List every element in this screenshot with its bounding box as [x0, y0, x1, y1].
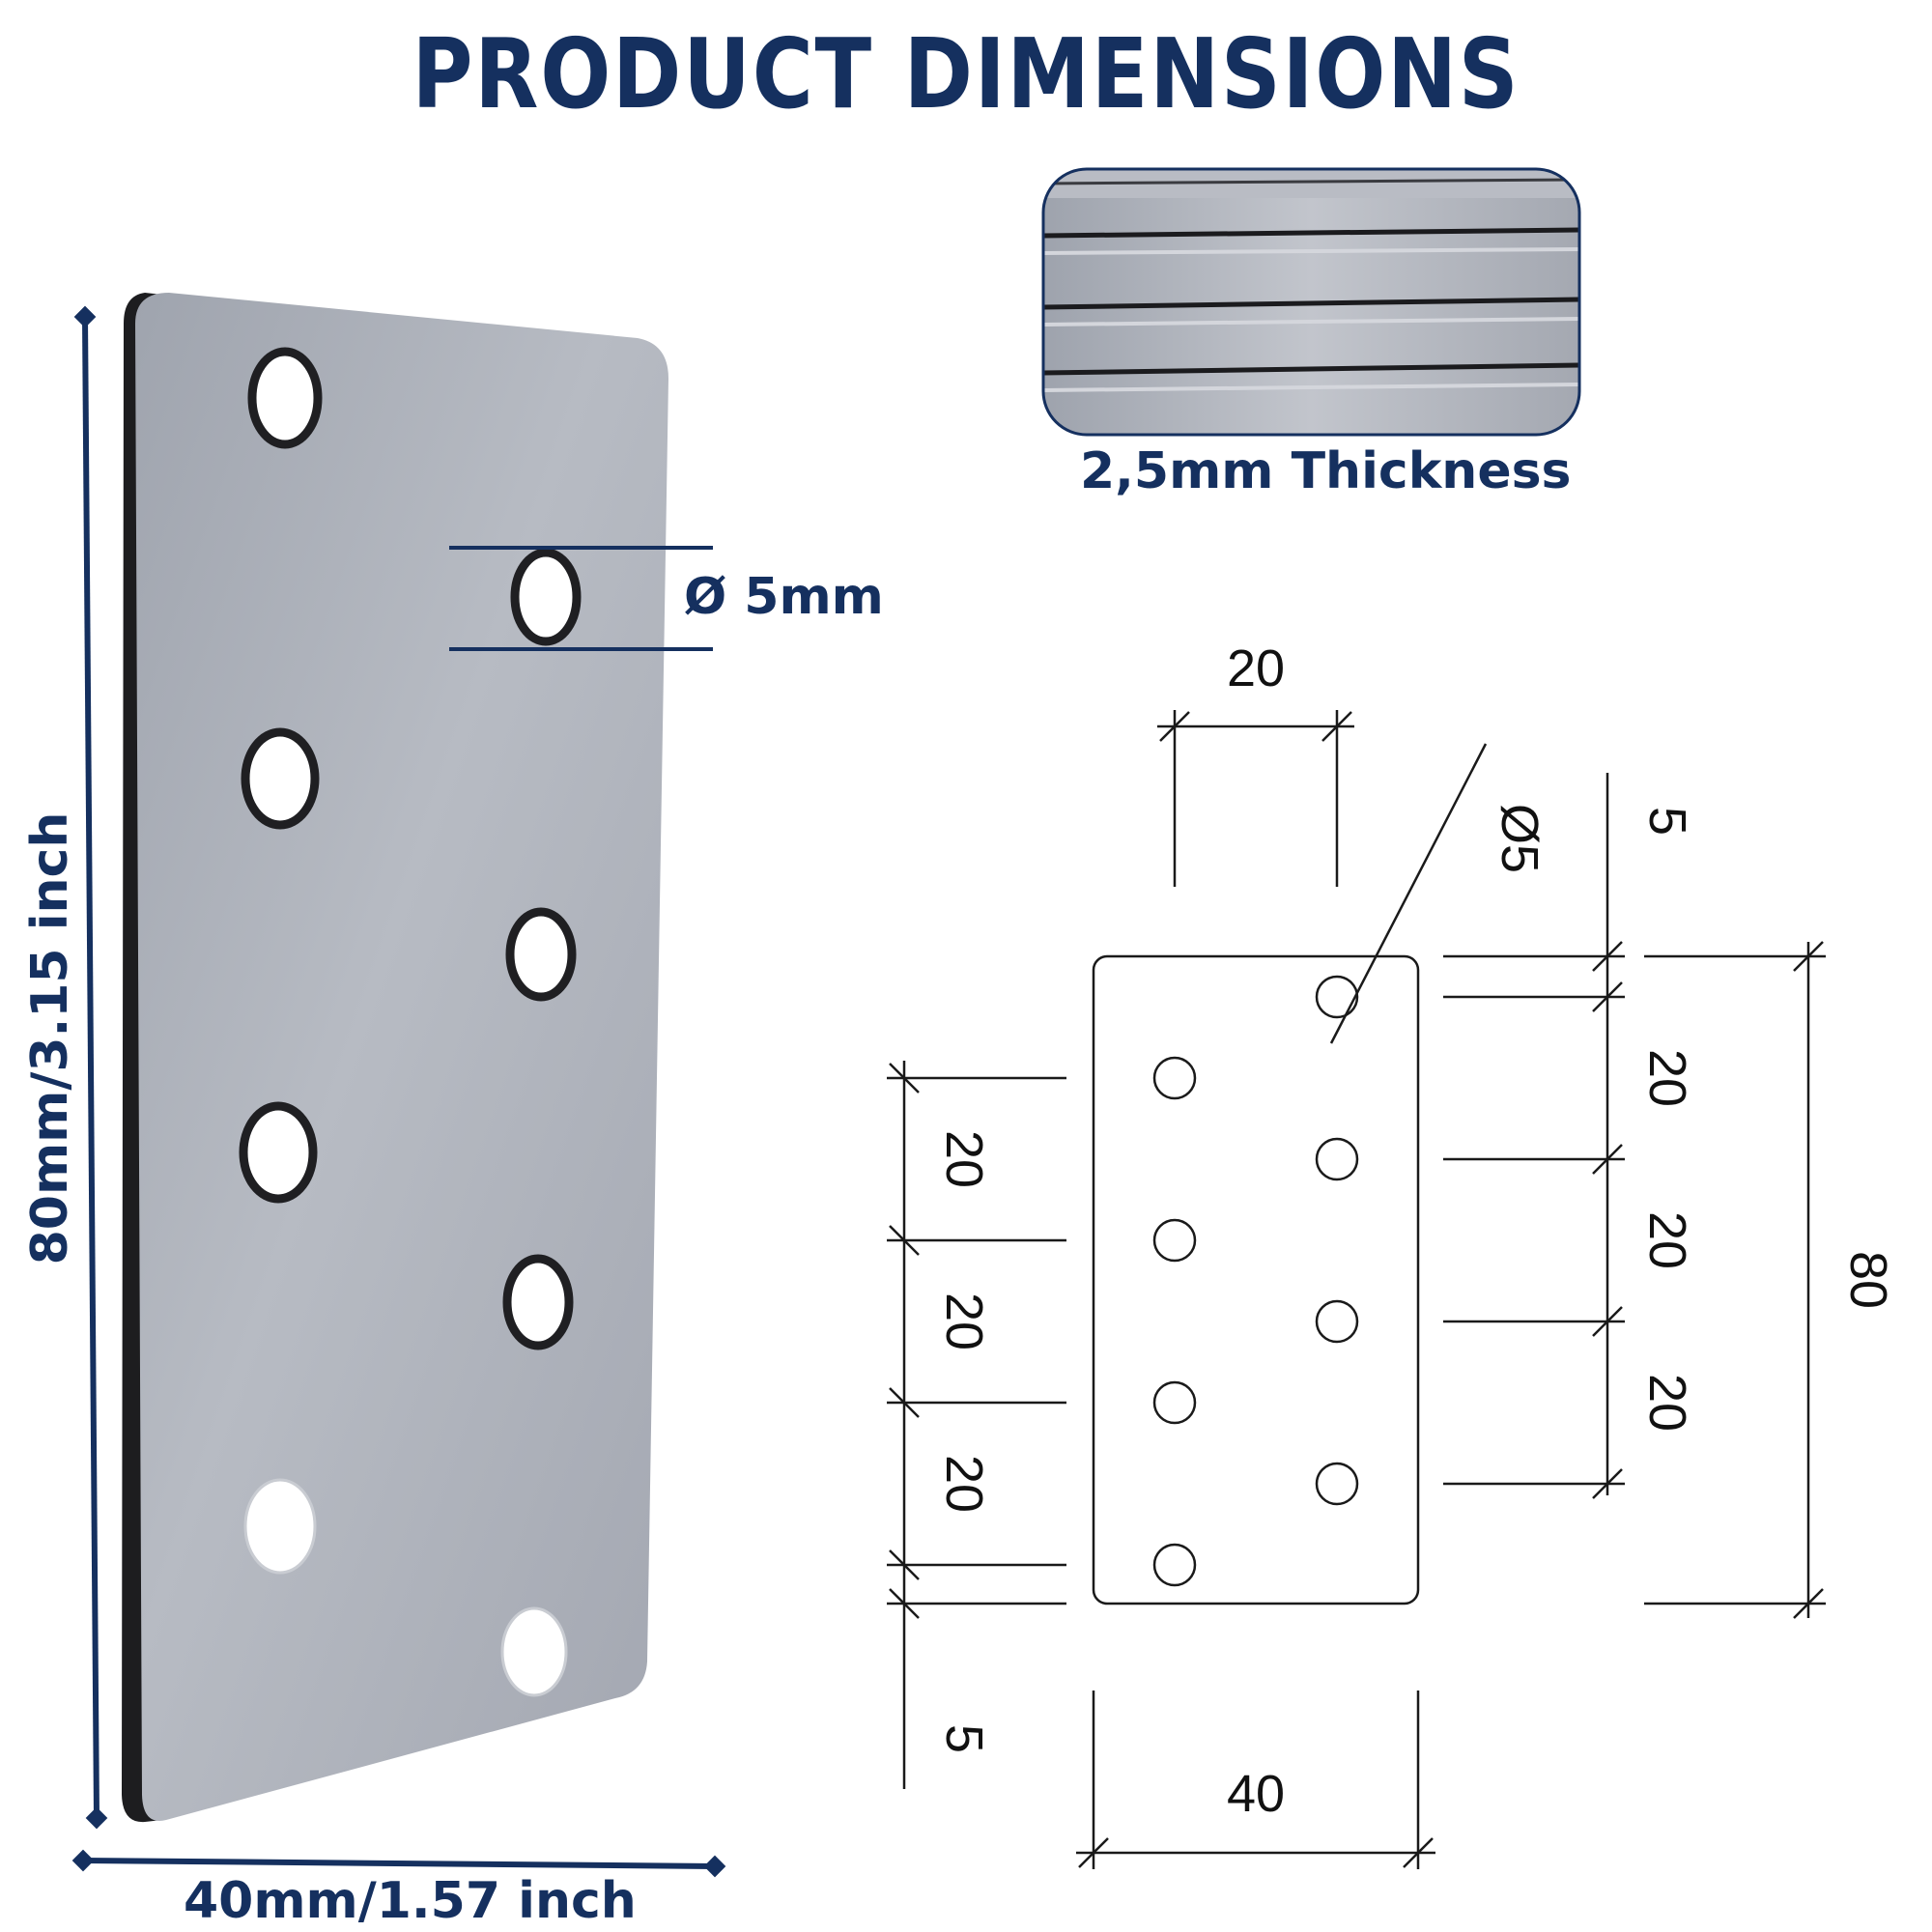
hole [1315, 1137, 1359, 1181]
height-arrow-line [82, 316, 99, 1819]
dim-label-bottom-margin: 5 [935, 1724, 993, 1753]
hole [1315, 975, 1359, 1019]
dim-tick [889, 1063, 920, 1094]
height-label: 80mm/3.15 inch [21, 811, 79, 1265]
page-title: PRODUCT DIMENSIONS [412, 17, 1520, 130]
hole [247, 347, 323, 449]
dim-tick [1159, 711, 1190, 742]
thickness-label: 2,5mm Thickness [1080, 442, 1572, 500]
dim-tick [1592, 1306, 1623, 1337]
dim-tick [1592, 981, 1623, 1012]
dim-label-overall-height: 80 [1839, 1251, 1897, 1309]
drawing-plate-outline [1092, 954, 1420, 1605]
width-arrow-line [82, 1858, 716, 1869]
hole [243, 1478, 317, 1575]
dim-tick [889, 1387, 920, 1418]
dim-tick [1403, 1837, 1434, 1868]
hole [510, 548, 582, 646]
dim-label-hole-diameter: Ø5 [1491, 804, 1548, 873]
hole [500, 1606, 568, 1697]
hole [239, 1101, 318, 1204]
dim-tick [1793, 941, 1824, 972]
dim-tick [1793, 1588, 1824, 1619]
hole [1315, 1299, 1359, 1344]
plate-photo [71, 293, 726, 1878]
thickness-frame [1041, 167, 1581, 437]
height-arrow-bottom-tip [85, 1806, 108, 1830]
width-arrow-left-tip [71, 1849, 95, 1872]
plate-holes [239, 347, 582, 1697]
dim-label-right-spacing-1: 20 [1638, 1049, 1696, 1107]
dim-label-top-margin: 5 [1638, 807, 1696, 836]
dim-label-right-spacing-2: 20 [1638, 1211, 1696, 1269]
hole [1152, 1543, 1197, 1587]
dim-label-left-spacing-1: 20 [935, 1130, 993, 1188]
drawing-holes [1152, 975, 1359, 1587]
dim-tick [1078, 1837, 1109, 1868]
dim-label-left-spacing-2: 20 [935, 1293, 993, 1350]
dim-label-left-spacing-3: 20 [935, 1455, 993, 1513]
hole [505, 907, 577, 1002]
width-arrow-right-tip [703, 1855, 726, 1878]
dim-tick [889, 1225, 920, 1256]
plate-face [135, 293, 668, 1821]
hole [1152, 1380, 1197, 1425]
dim-tick [1592, 1468, 1623, 1499]
dim-tick [889, 1549, 920, 1580]
dim-label-overall-width: 40 [1227, 1765, 1285, 1823]
height-arrow-top-tip [73, 305, 97, 328]
hole-diameter-label: Ø 5mm [684, 568, 884, 626]
technical-drawing [887, 710, 1826, 1869]
dim-label-top-spacing: 20 [1227, 639, 1285, 697]
dim-label-right-spacing-3: 20 [1638, 1374, 1696, 1432]
dim-tick [1321, 711, 1352, 742]
hole [1152, 1218, 1197, 1263]
hole [502, 1254, 574, 1350]
diameter-leader [1329, 743, 1488, 1044]
dim-tick [889, 1588, 920, 1619]
dim-tick [1592, 941, 1623, 972]
hole [1152, 1056, 1197, 1100]
width-label: 40mm/1.57 inch [184, 1872, 637, 1930]
thickness-closeup [1041, 167, 1581, 437]
hole [1315, 1462, 1359, 1506]
hole [241, 727, 320, 830]
dim-tick [1592, 1144, 1623, 1175]
